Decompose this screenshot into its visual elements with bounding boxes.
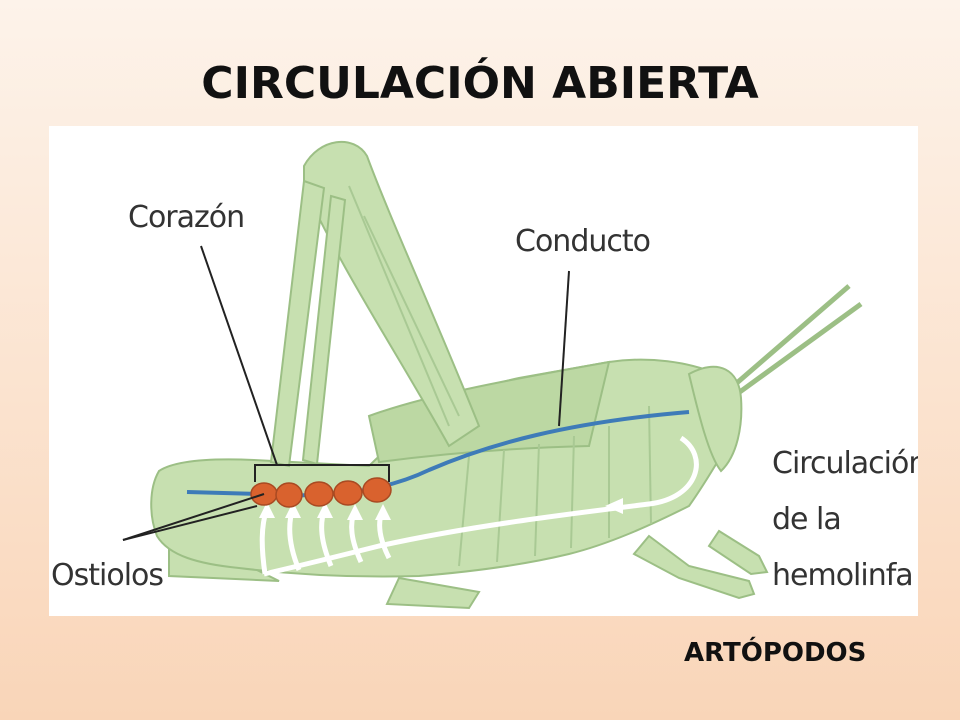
antennae	[729, 284, 863, 397]
body-segments	[348, 185, 652, 567]
diagram-panel: Corazón Conducto Ostiolos Circulación de…	[49, 126, 918, 616]
label-conducto: Conducto	[515, 224, 651, 259]
label-corazon: Corazón	[128, 200, 245, 235]
label-circulacion-line1: Circulación	[772, 446, 918, 481]
slide-title: CIRCULACIÓN ABIERTA	[201, 58, 759, 109]
leader-lines	[122, 245, 570, 541]
grasshopper-illustration	[122, 140, 863, 610]
grasshopper-head	[687, 365, 743, 473]
heart-bracket	[254, 464, 390, 482]
label-circulacion-line2: de la	[772, 502, 842, 537]
flow-arrowheads	[259, 498, 623, 520]
hind-leg-femur	[303, 140, 481, 448]
heart-chambers	[250, 477, 392, 508]
label-ostiolos: Ostiolos	[51, 558, 164, 593]
label-circulacion-line3: hemolinfa	[772, 558, 914, 593]
footer-label: ARTÓPODOS	[684, 638, 867, 668]
